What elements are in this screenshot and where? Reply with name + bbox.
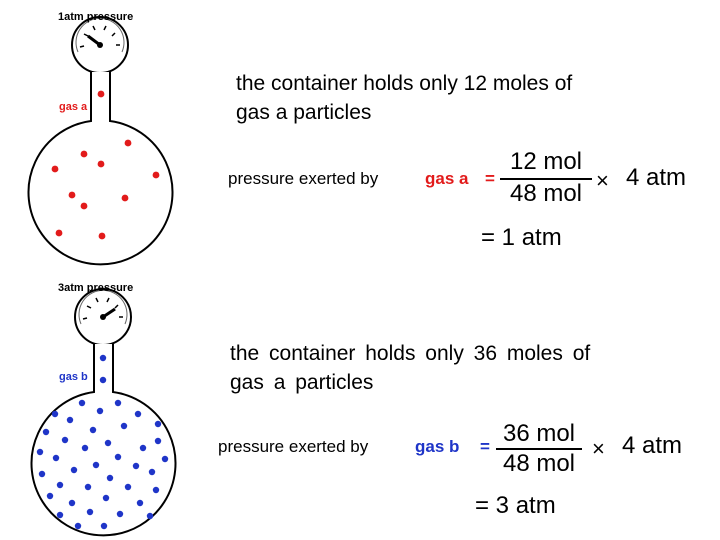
gas-b-particles	[36, 354, 169, 530]
result-b: = 3 atm	[475, 492, 556, 519]
formula-a-gas-name: gas a	[425, 169, 469, 188]
gas-label-a: gas a	[59, 101, 88, 113]
formula-a-fraction-bar	[500, 178, 592, 180]
statement-a-line-2: gas a particles	[236, 101, 372, 124]
formula-b-factor: 4 atm	[622, 432, 683, 459]
formula-a-numerator: 12 mol	[509, 148, 583, 175]
statement-b-line-1: the container holds only 36 moles of	[230, 342, 591, 365]
formula-a-denominator: 48 mol	[509, 180, 583, 207]
pressure-label-a: 1atm pressure	[58, 11, 134, 23]
formula-b-lead: pressure exerted by	[218, 437, 369, 456]
result-a: = 1 atm	[481, 224, 562, 251]
gas-a-particles	[51, 90, 160, 240]
formula-a-factor: 4 atm	[626, 164, 687, 191]
formula-b-fraction-bar	[496, 448, 582, 450]
formula-a: pressure exerted by gas a = 12 mol 48 mo…	[228, 148, 708, 210]
formula-a-equals: =	[485, 169, 495, 188]
formula-a-times: ×	[596, 168, 609, 193]
statement-a-line-1: the container holds only 12 moles of	[236, 72, 573, 95]
formula-b-denominator: 48 mol	[502, 450, 576, 477]
formula-b-equals: =	[480, 437, 490, 456]
pressure-gauge-icon	[74, 288, 132, 346]
pressure-gauge-icon	[71, 16, 129, 74]
formula-b-gas-name: gas b	[415, 437, 460, 456]
flask-b-body	[30, 344, 177, 537]
statement-a: the container holds only 12 moles of gas…	[236, 69, 572, 127]
formula-b-numerator: 36 mol	[502, 420, 576, 447]
formula-b: pressure exerted by gas b = 36 mol 48 mo…	[218, 420, 708, 482]
formula-b-times: ×	[592, 436, 605, 461]
formula-a-lead: pressure exerted by	[228, 169, 379, 188]
statement-b: the container holds only 36 moles of gas…	[230, 339, 590, 397]
statement-b-line-2: gas a particles	[230, 371, 374, 394]
pressure-label-b: 3atm pressure	[58, 282, 134, 294]
flask-a-body	[27, 72, 174, 266]
gas-label-b: gas b	[59, 371, 88, 383]
